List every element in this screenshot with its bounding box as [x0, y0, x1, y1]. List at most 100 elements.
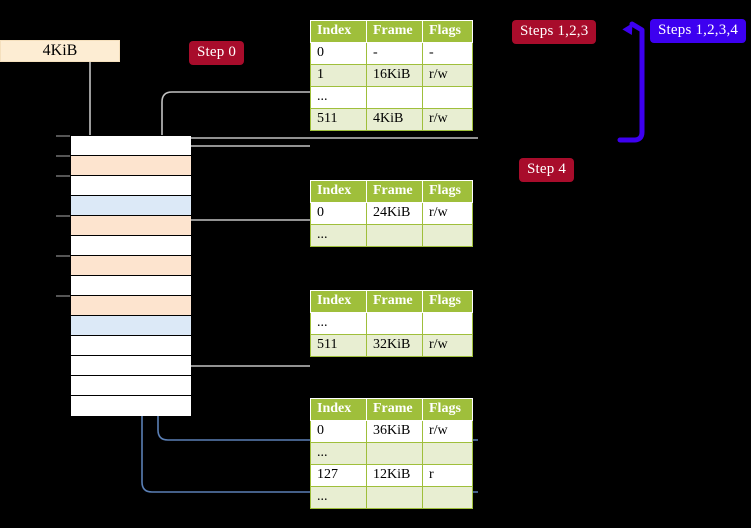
table-cell-frame: 36KiB — [366, 420, 423, 443]
wire-pdp-0-to-mem — [177, 219, 310, 266]
memory-frame-row — [71, 176, 191, 196]
wire-pd-511-to-mem — [171, 312, 310, 367]
table-cell-frame — [366, 486, 423, 509]
col-header-flags: Flags — [422, 20, 473, 43]
memory-frame-row — [71, 396, 191, 416]
memory-frame-row — [71, 316, 191, 336]
table-row: ... — [310, 86, 473, 109]
table-cell-flags: r/w — [422, 64, 473, 87]
table-header-row: Index Frame Flags — [310, 20, 473, 43]
badge-step-0: Step 0 — [189, 41, 245, 65]
table-cell-index: ... — [310, 486, 367, 509]
table-cell-flags: r — [422, 464, 473, 487]
table-row: ... — [310, 486, 473, 509]
table-cell-frame: 4KiB — [366, 108, 423, 131]
table-cell-index: 127 — [310, 464, 367, 487]
purple-bracket-arrow — [617, 21, 645, 143]
memory-frame-row — [71, 196, 191, 216]
table-cell-index: 511 — [310, 334, 367, 357]
table-cell-flags: r/w — [422, 202, 473, 225]
table-row: ... — [310, 442, 473, 465]
table-row: ... — [310, 312, 473, 335]
memory-frame-row — [71, 336, 191, 356]
col-header-index: Index — [310, 180, 367, 203]
memory-frame-row — [71, 296, 191, 316]
memory-frame-row — [71, 356, 191, 376]
table-cell-index: 0 — [310, 42, 367, 65]
table-row: ... — [310, 224, 473, 247]
memory-frame-row — [71, 276, 191, 296]
memory-boundary-tick — [56, 135, 70, 137]
col-header-index: Index — [310, 20, 367, 43]
wire-pml4-top-bracket — [161, 91, 310, 140]
table-cell-flags — [422, 312, 473, 335]
memory-frame-row — [71, 136, 191, 156]
col-header-index: Index — [310, 398, 367, 421]
col-header-frame: Frame — [366, 20, 423, 43]
table-cell-index: 1 — [310, 64, 367, 87]
memory-boundary-tick — [56, 175, 70, 177]
memory-boundary-tick — [56, 155, 70, 157]
memory-boundary-tick — [56, 255, 70, 257]
table-cell-index: 0 — [310, 420, 367, 443]
table-cell-flags: r/w — [422, 334, 473, 357]
table-cell-frame: - — [366, 42, 423, 65]
memory-boundary-tick — [56, 295, 70, 297]
wire-mem-to-pdp — [171, 145, 310, 168]
memory-frame-row — [71, 156, 191, 176]
memory-frame-row — [71, 216, 191, 236]
memory-frame-row — [71, 376, 191, 396]
badge-steps-123: Steps 1,2,3 — [512, 20, 597, 44]
table-cell-index: ... — [310, 312, 367, 335]
table-cell-frame — [366, 442, 423, 465]
table-cell-flags — [422, 442, 473, 465]
table-cell-flags: r/w — [422, 108, 473, 131]
col-header-flags: Flags — [422, 290, 473, 313]
table-cell-flags — [422, 486, 473, 509]
memory-boundary-tick — [56, 215, 70, 217]
col-header-flags: Flags — [422, 398, 473, 421]
table-cell-frame — [366, 312, 423, 335]
memory-frame-row — [71, 236, 191, 256]
table-cell-frame: 32KiB — [366, 334, 423, 357]
table-cell-frame: 12KiB — [366, 464, 423, 487]
table-cell-flags: - — [422, 42, 473, 65]
table-cell-index: 511 — [310, 108, 367, 131]
col-header-frame: Frame — [366, 398, 423, 421]
col-header-frame: Frame — [366, 180, 423, 203]
memory-frames-column — [70, 135, 191, 416]
col-header-index: Index — [310, 290, 367, 313]
badge-step-4: Step 4 — [519, 158, 575, 182]
table-cell-flags — [422, 224, 473, 247]
table-cell-index: ... — [310, 86, 367, 109]
col-header-frame: Frame — [366, 290, 423, 313]
size-label-4kib: 4KiB — [0, 40, 120, 62]
table-cell-frame: 24KiB — [366, 202, 423, 225]
table-row: 0-- — [310, 42, 473, 65]
table-cell-frame — [366, 224, 423, 247]
table-header-row: Index Frame Flags — [310, 290, 473, 313]
table-cell-frame — [366, 86, 423, 109]
table-header-row: Index Frame Flags — [310, 180, 473, 203]
memory-frame-row — [71, 256, 191, 276]
table-cell-flags — [422, 86, 473, 109]
table-cell-frame: 16KiB — [366, 64, 423, 87]
table-cell-flags: r/w — [422, 420, 473, 443]
table-cell-index: 0 — [310, 202, 367, 225]
badge-steps-1234: Steps 1,2,3,4 — [650, 19, 747, 43]
